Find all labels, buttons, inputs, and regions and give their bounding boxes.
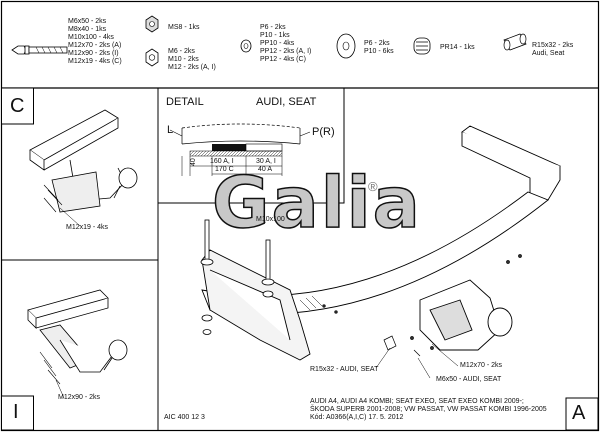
detail-right-side: P(R): [312, 126, 335, 138]
galia-logo: Galia: [211, 162, 422, 244]
hitch-variant-i-drawing: [27, 289, 128, 373]
hardware-spacer-list: R15x32 - 2ks Audi, Seat: [532, 42, 574, 57]
m10x100-bolts: [200, 219, 275, 335]
panel-a-label: A: [572, 402, 586, 424]
callout-i-bolt: M12x90 - 2ks: [58, 394, 101, 401]
hardware-washer-list: P6 - 2ks P10 - 1ks PP10 - 4ks PP12 - 2ks…: [260, 24, 312, 63]
callout-c-bolt: M12x19 - 4ks: [66, 224, 109, 231]
callout-spacer: R15x32 - AUDI, SEAT: [310, 366, 379, 373]
bolt-icon: [11, 45, 68, 55]
callout-m12x70: M12x70 - 2ks: [460, 362, 503, 369]
main-towbar-drawing: [201, 125, 561, 361]
hitch-variant-c-drawing: [29, 109, 138, 213]
panel-c-label: C: [10, 95, 25, 117]
detail-left-side: L: [167, 124, 174, 136]
detail-dim-30: 30 A, I: [256, 158, 276, 165]
hex-nut-icon: [145, 48, 159, 67]
washer-icon: [240, 39, 252, 53]
callout-m6x50: M6x50 - AUDI, SEAT: [436, 376, 502, 383]
hardware-spring-list: PR14 - 1ks: [440, 44, 475, 51]
lock-nut-icon: [145, 15, 159, 33]
large-washer-icon: [336, 33, 356, 59]
hardware-large-washer-list: P6 - 2ks P10 - 6ks: [364, 40, 394, 55]
hardware-bolts-list: M6x50 - 2ks M8x40 - 1ks M10x100 - 4ks M1…: [68, 18, 122, 65]
panel-i-label: I: [13, 401, 19, 423]
hardware-lock-nut-list: MS8 - 1ks: [168, 24, 200, 31]
detail-dim-40-vertical: 40: [190, 158, 197, 166]
registered-mark: ®: [368, 179, 378, 194]
detail-title: DETAIL: [166, 96, 204, 108]
spacer-tube-icon: [503, 33, 527, 51]
detail-vehicle: AUDI, SEAT: [256, 96, 317, 108]
detail-box: [157, 87, 345, 204]
spring-washer-icon: [413, 37, 431, 55]
detail-dim-40: 40 A: [258, 166, 273, 173]
hardware-nut-list: M6 - 2ks M10 - 2ks M12 - 2ks (A, I): [168, 48, 216, 71]
detail-dim-170: 170 C: [215, 166, 234, 173]
detail-dim-160: 160 A, I: [210, 158, 234, 165]
callout-m10x100: M10x100: [256, 216, 285, 223]
fitment-block: AUDI A4, AUDI A4 KOMBI; SEAT EXEO, SEAT …: [310, 398, 547, 421]
drawing-code: AIC 400 12 3: [164, 414, 205, 421]
